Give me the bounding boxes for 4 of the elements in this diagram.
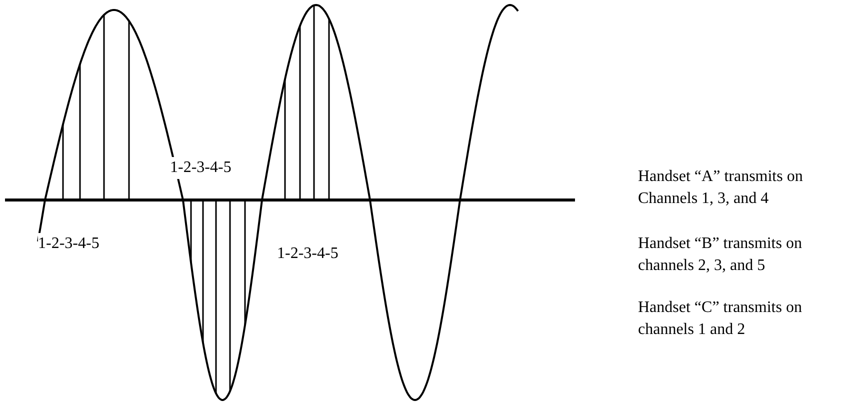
note: Handset “A” transmits on Channels 1, 3, and 4	[638, 167, 804, 209]
note: Handset “C” transmits on channels 1 and 2	[638, 298, 803, 340]
note: Handset “B” transmits on channels 2, 3, and 5	[638, 234, 803, 276]
channel-sequence: 1-2-3-4-5	[170, 157, 232, 179]
